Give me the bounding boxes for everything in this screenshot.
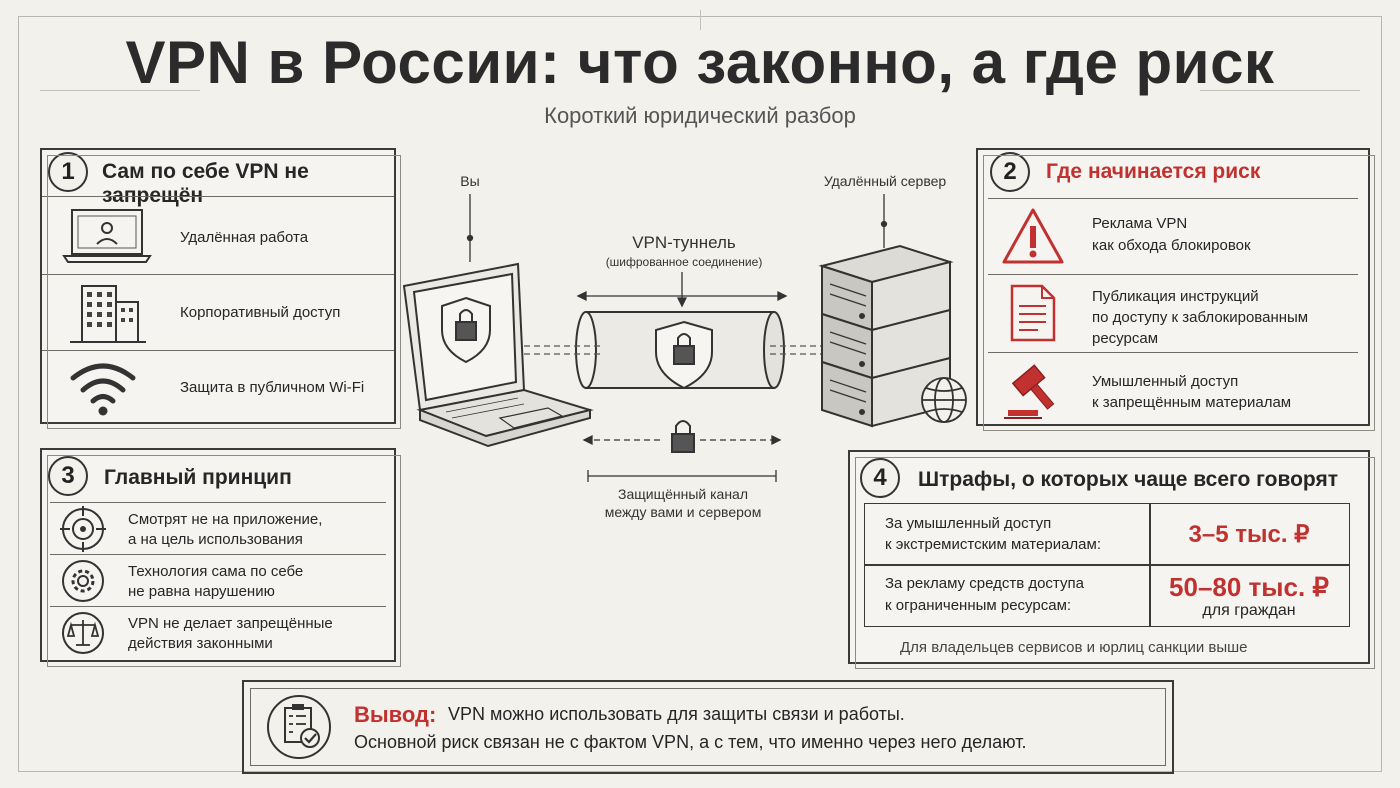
tunnel-label: VPN-туннель xyxy=(632,233,736,252)
wifi-icon xyxy=(68,358,138,423)
row-divider xyxy=(50,502,386,503)
row-divider xyxy=(42,274,394,275)
risk-item-line: как обхода блокировок xyxy=(1092,237,1251,254)
principle-line: не равна нарушению xyxy=(128,583,275,600)
section-title: Штрафы, о которых чаще всего говорят xyxy=(918,468,1339,491)
section-title: Сам по себе VPN не запрещён xyxy=(102,160,309,207)
risk-item-line: Публикация инструкций xyxy=(1092,288,1259,305)
section-number-badge: 4 xyxy=(860,458,900,498)
risk-item-line: по доступу к заблокированным xyxy=(1092,309,1309,326)
row-divider xyxy=(50,606,386,607)
gavel-icon xyxy=(1002,360,1066,425)
checklist-icon xyxy=(266,694,332,765)
fines-footnote: Для владельцев сервисов и юрлиц санкции … xyxy=(900,639,1248,656)
you-label: Вы xyxy=(460,173,480,189)
principle-line: а на цель использования xyxy=(128,531,303,548)
page-title: VPN в России: что законно, а где риск xyxy=(125,29,1275,96)
row-divider xyxy=(988,352,1358,353)
office-building-icon xyxy=(68,282,148,349)
target-icon xyxy=(60,506,106,557)
section-number-badge: 3 xyxy=(48,456,88,496)
gear-icon xyxy=(60,558,106,609)
principle-line: действия законными xyxy=(128,635,273,652)
channel-label: между вами и сервером xyxy=(604,504,762,520)
conclusion-line: VPN можно использовать для защиты связи … xyxy=(448,704,905,724)
document-icon xyxy=(1008,282,1058,349)
principle-line: Смотрят не на приложение, xyxy=(128,511,323,528)
scales-icon xyxy=(60,610,106,661)
risk-item-line: Реклама VPN xyxy=(1092,215,1188,232)
tunnel-sublabel: (шифрованное соединение) xyxy=(605,255,763,269)
section-1-panel: 1 Сам по себе VPN не запрещён Удалённая … xyxy=(40,148,401,429)
frame-guide-line xyxy=(700,10,701,30)
row-divider xyxy=(42,196,394,197)
fine-description: За умышленный доступ xyxy=(885,515,1052,532)
risk-item-line: Умышленный доступ xyxy=(1092,373,1239,390)
fine-description: к экстремистским материалам: xyxy=(885,536,1101,553)
section-number-badge: 1 xyxy=(48,152,88,192)
principle-line: Технология сама по себе xyxy=(128,563,304,580)
fine-description: к ограниченным ресурсам: xyxy=(885,597,1072,614)
conclusion-label: Вывод: xyxy=(354,702,437,727)
row-divider xyxy=(988,274,1358,275)
frame-guide-line xyxy=(1200,90,1360,91)
section-3-panel: 3 Главный принцип Смотрят не на приложен… xyxy=(40,448,401,667)
risk-item-line: к запрещённым материалам xyxy=(1092,394,1292,411)
page-subtitle: Короткий юридический разбор xyxy=(544,103,856,128)
list-item-label: Удалённая работа xyxy=(180,229,309,246)
conclusion-line: Основной риск связан не с фактом VPN, а … xyxy=(354,732,1027,752)
row-divider xyxy=(50,554,386,555)
channel-label: Защищённый канал xyxy=(617,486,749,502)
table-divider xyxy=(865,564,1349,566)
section-4-panel: 4 Штрафы, о которых чаще всего говорят Д… xyxy=(848,450,1375,669)
risk-item-line: ресурсам xyxy=(1092,330,1159,347)
fine-note: для граждан xyxy=(1202,602,1296,619)
principle-line: VPN не делает запрещённые xyxy=(128,615,333,632)
conclusion-box: Вывод: VPN можно использовать для защиты… xyxy=(242,680,1174,774)
frame-guide-line xyxy=(40,90,200,91)
fine-amount: 50–80 тыс. ₽ xyxy=(1169,572,1329,602)
fine-description: За рекламу средств доступа xyxy=(885,575,1084,592)
list-item-label: Защита в публичном Wi-Fi xyxy=(180,379,365,396)
row-divider xyxy=(988,198,1358,199)
server-label: Удалённый сервер xyxy=(823,173,947,189)
laptop-user-icon xyxy=(62,206,152,273)
warning-triangle-icon xyxy=(1000,206,1066,271)
section-2-panel: 2 Где начинается риск Реклама VPN как об… xyxy=(976,148,1375,431)
section-title: Главный принцип xyxy=(104,466,292,489)
section-title: Где начинается риск xyxy=(1046,160,1261,183)
section-number-badge: 2 xyxy=(990,152,1030,192)
fine-amount: 3–5 тыс. ₽ xyxy=(1188,521,1310,548)
fines-table: За умышленный доступ к экстремистским ма… xyxy=(864,503,1350,627)
list-item-label: Корпоративный доступ xyxy=(180,304,341,321)
row-divider xyxy=(42,350,394,351)
